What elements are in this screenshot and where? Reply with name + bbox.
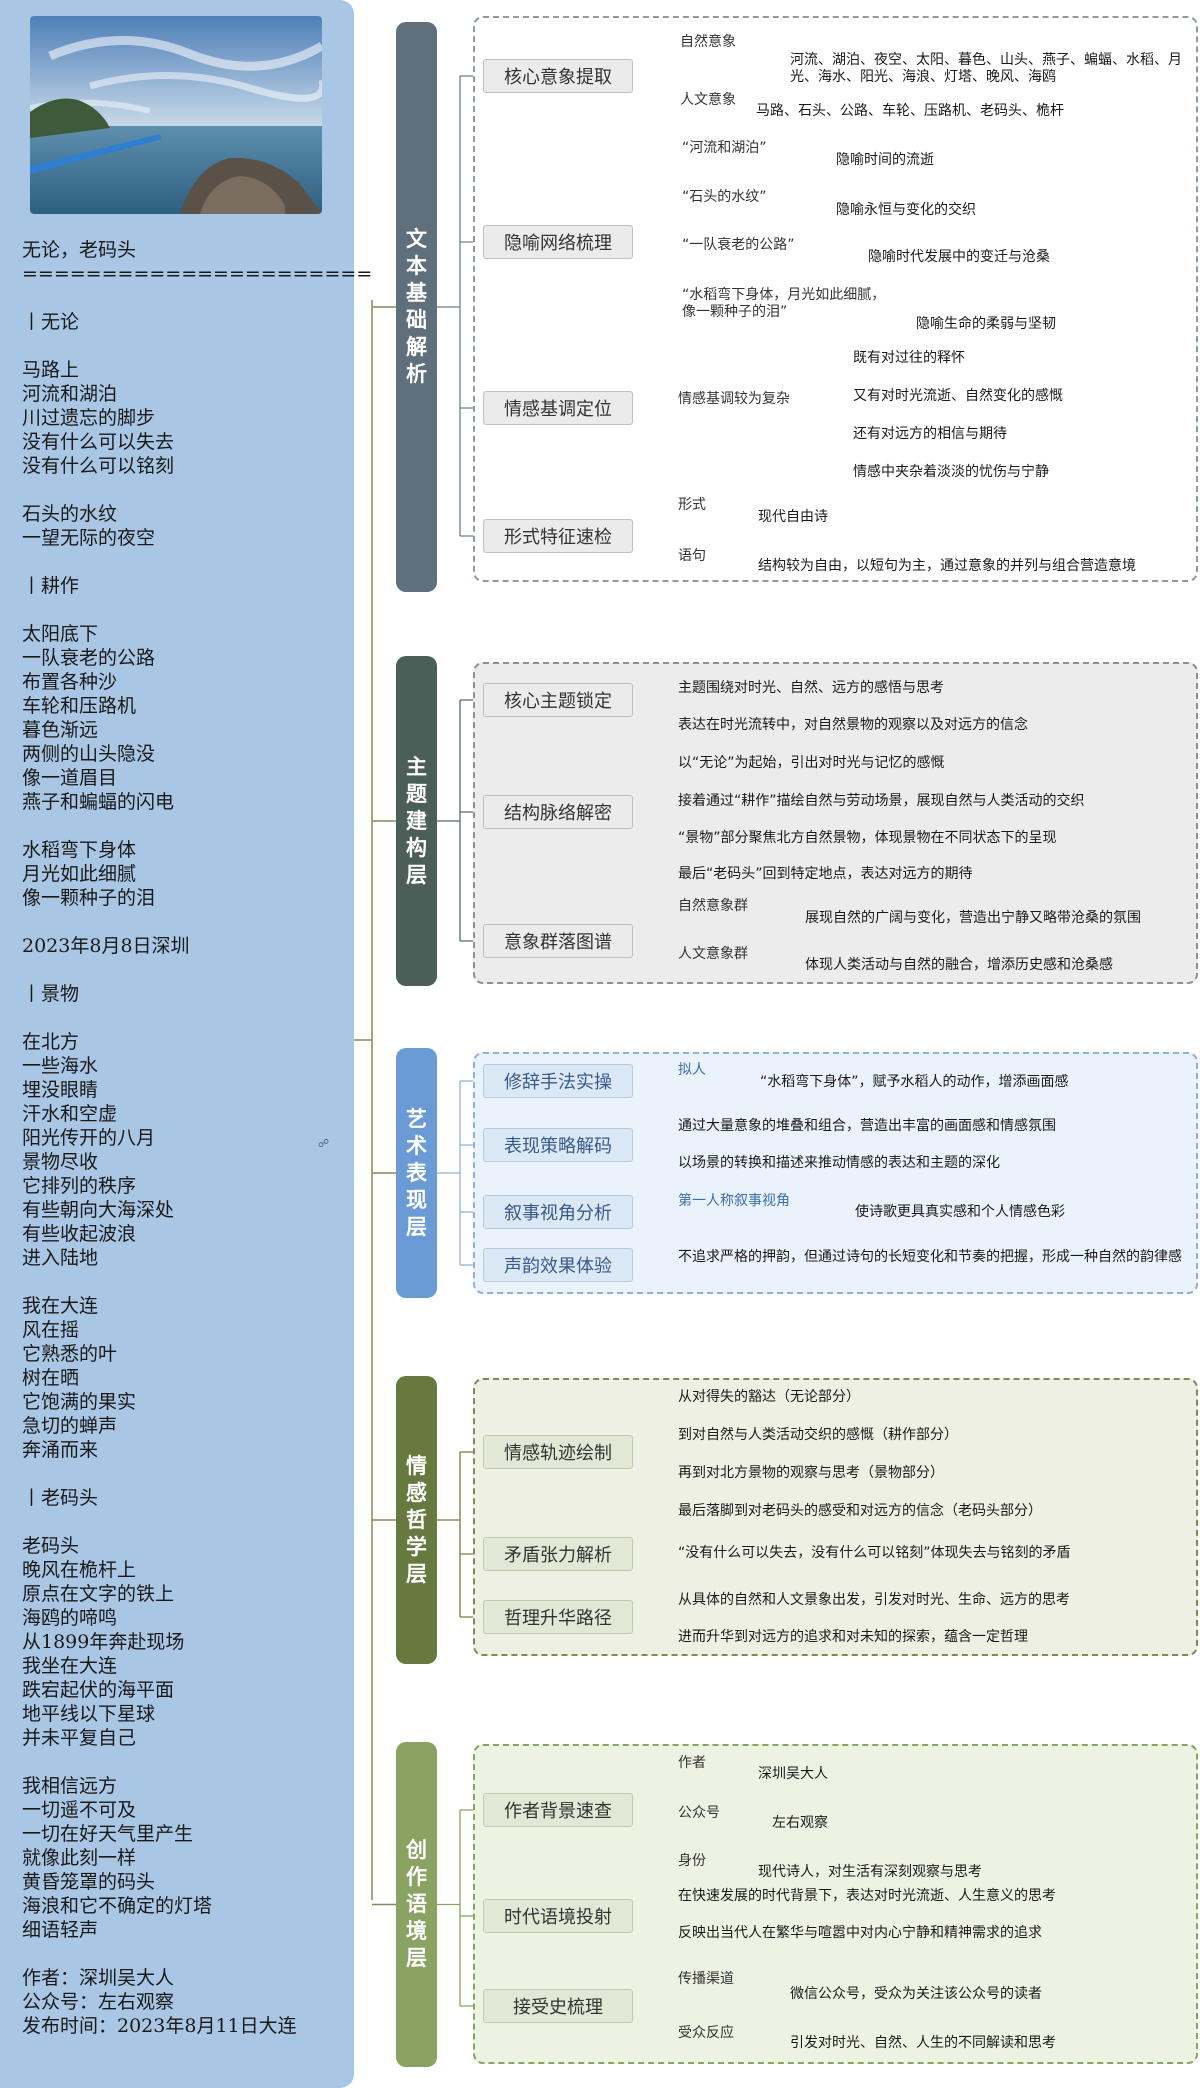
branch-label: 自然意象 <box>680 34 736 50</box>
subtopic-box[interactable]: 接受史梳理 <box>483 1989 633 2023</box>
branch-label: 拟人 <box>678 1062 706 1078</box>
layer-title-text: 文本基础解析 <box>406 227 427 386</box>
poem-panel: 无论，老码头 ====================== 丨无论 马路上 河流… <box>0 0 373 2088</box>
subtopic-box[interactable]: 叙事视角分析 <box>483 1195 633 1229</box>
leaf-text: 隐喻时代发展中的变迁与沧桑 <box>868 249 1050 265</box>
leaf-text: 既有对过往的释怀 <box>853 350 965 366</box>
leaf-text: 到对自然与人类活动交织的感慨（耕作部分） <box>678 1427 958 1443</box>
leaf-text: 左右观察 <box>772 1815 828 1831</box>
leaf-text: 接着通过“耕作”描绘自然与劳动场景，展现自然与人类活动的交织 <box>678 793 1085 809</box>
leaf-text: 深圳吴大人 <box>758 1766 828 1782</box>
subtopic-box[interactable]: 声韵效果体验 <box>483 1248 633 1282</box>
leaf-text: “没有什么可以失去，没有什么可以铭刻”体现失去与铭刻的矛盾 <box>678 1545 1071 1561</box>
subtopic-box[interactable]: 形式特征速检 <box>483 519 633 553</box>
leaf-text: 微信公众号，受众为关注该公众号的读者 <box>790 1986 1042 2002</box>
group-box <box>473 16 1198 582</box>
branch-label: “水稻弯下身体，月光如此细腻，像一颗种子的泪” <box>682 287 886 320</box>
seaside-photo <box>30 16 322 214</box>
layer-title-text: 创作语境层 <box>406 1838 427 1970</box>
branch-label: 受众反应 <box>678 2025 734 2041</box>
leaf-text: 马路、石头、公路、车轮、压路机、老码头、桅杆 <box>756 103 1064 119</box>
leaf-text: 隐喻生命的柔弱与坚韧 <box>916 316 1056 332</box>
branch-label: “一队衰老的公路” <box>682 237 795 253</box>
leaf-text: 使诗歌更具真实感和个人情感色彩 <box>855 1204 1065 1220</box>
leaf-text: 进而升华到对远方的追求和对未知的探索，蕴含一定哲理 <box>678 1629 1028 1645</box>
branch-label: “石头的水纹” <box>682 189 767 205</box>
leaf-text: 隐喻永恒与变化的交织 <box>836 202 976 218</box>
branch-label: “河流和湖泊” <box>682 140 767 156</box>
leaf-text: 表达在时光流转中，对自然景物的观察以及对远方的信念 <box>678 717 1028 733</box>
leaf-text: 最后“老码头”回到特定地点，表达对远方的期待 <box>678 866 973 882</box>
leaf-text: 情感中夹杂着淡淡的忧伤与宁静 <box>853 464 1049 480</box>
branch-label: 形式 <box>678 497 706 513</box>
leaf-text: 现代自由诗 <box>758 509 828 525</box>
branch-label: 自然意象群 <box>678 898 748 914</box>
leaf-text: “景物”部分聚焦北方自然景物，体现景物在不同状态下的呈现 <box>678 830 1057 846</box>
branch-label: 身份 <box>678 1853 706 1869</box>
leaf-text: 在快速发展的时代背景下，表达对时光流逝、人生意义的思考 <box>678 1888 1056 1904</box>
leaf-text: 又有对时光流逝、自然变化的感慨 <box>853 388 1063 404</box>
leaf-text: 以“无论”为起始，引出对时光与记忆的感慨 <box>678 755 945 771</box>
layer-title-text: 艺术表现层 <box>406 1106 427 1239</box>
leaf-text: “水稻弯下身体”，赋予水稻人的动作，增添画面感 <box>760 1074 1069 1090</box>
layer-1-title[interactable]: 文本基础解析 <box>396 22 437 592</box>
branch-label: 公众号 <box>678 1805 720 1821</box>
link-icon[interactable]: ☍ <box>318 1137 330 1150</box>
branch-label: 作者 <box>678 1755 706 1771</box>
leaf-text: 展现自然的广阔与变化，营造出宁静又略带沧桑的氛围 <box>805 910 1141 926</box>
subtopic-box[interactable]: 隐喻网络梳理 <box>483 225 633 259</box>
layer-title-text: 情感哲学层 <box>406 1453 427 1586</box>
leaf-text: 结构较为自由，以短句为主，通过意象的并列与组合营造意境 <box>758 558 1136 574</box>
leaf-text: 通过大量意象的堆叠和组合，营造出丰富的画面感和情感氛围 <box>678 1118 1056 1134</box>
leaf-text: 主题围绕对时光、自然、远方的感悟与思考 <box>678 680 944 696</box>
subtopic-box[interactable]: 表现策略解码 <box>483 1128 633 1162</box>
subtopic-box[interactable]: 时代语境投射 <box>483 1899 633 1933</box>
subtopic-box[interactable]: 意象群落图谱 <box>483 924 633 958</box>
leaf-text: 反映出当代人在繁华与喧嚣中对内心宁静和精神需求的追求 <box>678 1925 1042 1941</box>
leaf-text: 河流、湖泊、夜空、太阳、暮色、山头、燕子、蝙蝠、水稻、月光、海水、阳光、海浪、灯… <box>790 52 1182 85</box>
leaf-text: 还有对远方的相信与期待 <box>853 426 1007 442</box>
layer-3-title[interactable]: 艺术表现层 <box>396 1048 437 1298</box>
branch-label: 情感基调较为复杂 <box>678 391 790 407</box>
subtopic-box[interactable]: 情感基调定位 <box>483 391 633 425</box>
subtopic-box[interactable]: 情感轨迹绘制 <box>483 1435 633 1469</box>
layer-5-title[interactable]: 创作语境层 <box>396 1742 437 2067</box>
branch-label: 人文意象群 <box>678 946 748 962</box>
subtopic-box[interactable]: 修辞手法实操 <box>483 1064 633 1098</box>
leaf-text: 现代诗人，对生活有深刻观察与思考 <box>758 1864 982 1880</box>
leaf-text: 体现人类活动与自然的融合，增添历史感和沧桑感 <box>805 957 1113 973</box>
layer-2-title[interactable]: 主题建构层 <box>396 656 437 986</box>
layer-title-text: 主题建构层 <box>406 754 427 887</box>
branch-label: 第一人称叙事视角 <box>678 1193 790 1209</box>
subtopic-box[interactable]: 作者背景速查 <box>483 1793 633 1827</box>
subtopic-box[interactable]: 哲理升华路径 <box>483 1600 633 1634</box>
branch-label: 语句 <box>678 548 706 564</box>
leaf-text: 不追求严格的押韵，但通过诗句的长短变化和节奏的把握，形成一种自然的韵律感 <box>678 1249 1182 1265</box>
layer-4-title[interactable]: 情感哲学层 <box>396 1376 437 1664</box>
leaf-text: 以场景的转换和描述来推动情感的表达和主题的深化 <box>678 1155 1000 1171</box>
leaf-text: 隐喻时间的流逝 <box>836 152 934 168</box>
subtopic-box[interactable]: 结构脉络解密 <box>483 795 633 829</box>
branch-label: 传播渠道 <box>678 1971 734 1987</box>
leaf-text: 最后落脚到对老码头的感受和对远方的信念（老码头部分） <box>678 1503 1042 1519</box>
leaf-text: 从对得失的豁达（无论部分） <box>678 1389 860 1405</box>
leaf-text: 再到对北方景物的观察与思考（景物部分） <box>678 1465 944 1481</box>
leaf-text: 从具体的自然和人文景象出发，引发对时光、生命、远方的思考 <box>678 1592 1070 1608</box>
subtopic-box[interactable]: 核心主题锁定 <box>483 683 633 717</box>
poem-text: 无论，老码头 ====================== 丨无论 马路上 河流… <box>22 239 373 2037</box>
branch-label: 人文意象 <box>680 92 736 108</box>
subtopic-box[interactable]: 矛盾张力解析 <box>483 1537 633 1571</box>
leaf-text: 引发对时光、自然、人生的不同解读和思考 <box>790 2035 1056 2051</box>
subtopic-box[interactable]: 核心意象提取 <box>483 59 633 93</box>
